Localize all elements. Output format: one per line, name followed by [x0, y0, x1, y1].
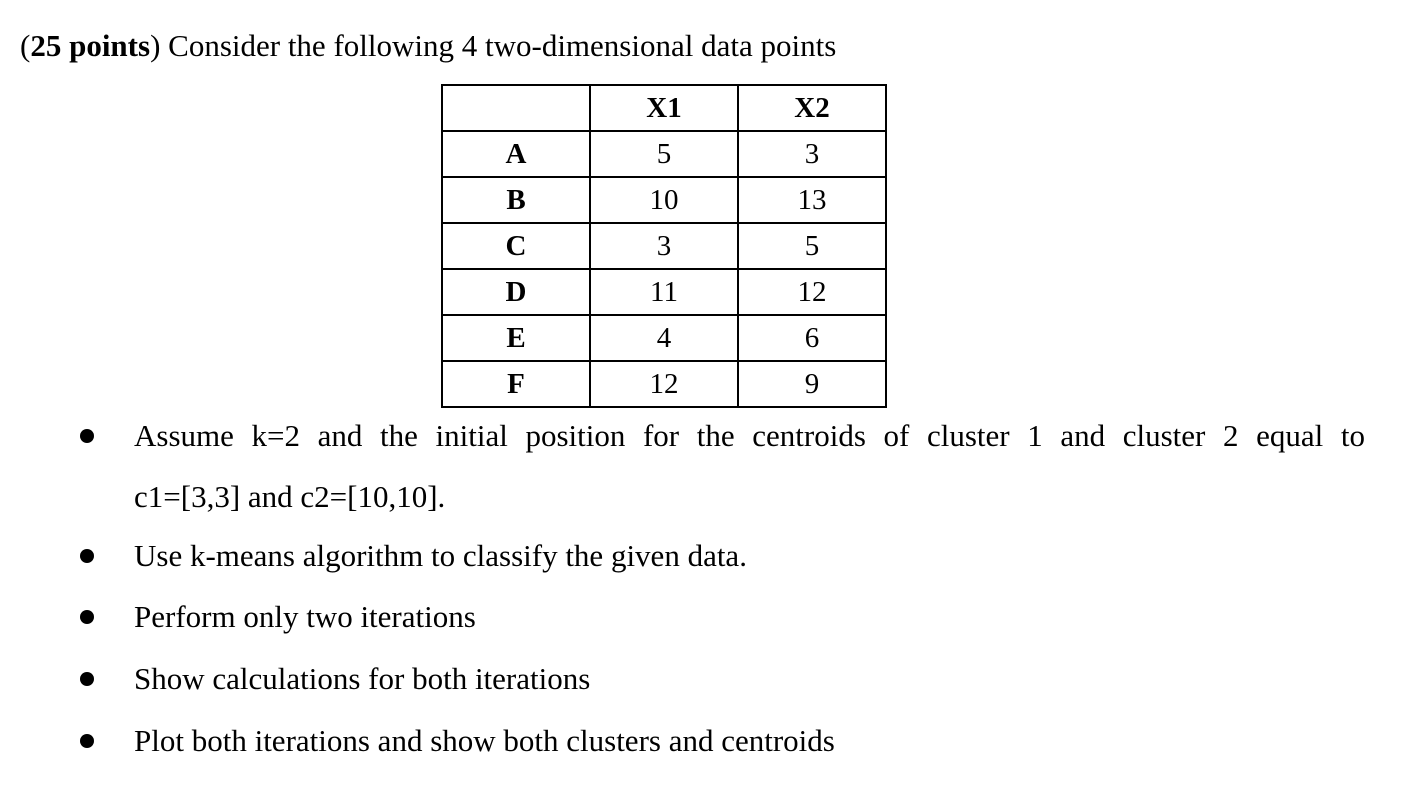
cell-x1: 3	[589, 222, 739, 270]
cell-x2: 6	[737, 314, 887, 362]
bullet-text-line2: c1=[3,3] and c2=[10,10].	[134, 479, 446, 514]
cell-x1: 12	[589, 360, 739, 408]
bullet-icon	[80, 429, 94, 443]
cell-x1: 5	[589, 130, 739, 178]
bullet-text: Show calculations for both iterations	[134, 661, 591, 696]
list-item: Assume k=2 and the initial position for …	[80, 405, 1365, 527]
table-row: A 5 3	[441, 130, 887, 178]
row-label: C	[441, 222, 591, 270]
table-header-row: X1 X2	[441, 84, 887, 132]
data-points-table: X1 X2 A 5 3 B 10 13 C 3 5 D 11 12 E 4 6	[441, 84, 887, 408]
row-label: F	[441, 360, 591, 408]
cell-x1: 10	[589, 176, 739, 224]
question-heading: (25 points) Consider the following 4 two…	[20, 26, 836, 66]
cell-x2: 9	[737, 360, 887, 408]
list-item: Show calculations for both iterations	[80, 648, 1365, 709]
heading-open-paren: (	[20, 28, 31, 63]
bullet-text: Perform only two iterations	[134, 599, 476, 634]
bullet-text: Use k-means algorithm to classify the gi…	[134, 538, 747, 573]
table-row: E 4 6	[441, 314, 887, 362]
bullet-icon	[80, 672, 94, 686]
cell-x1: 4	[589, 314, 739, 362]
cell-x2: 5	[737, 222, 887, 270]
row-label: A	[441, 130, 591, 178]
table-row: C 3 5	[441, 222, 887, 270]
points-label: 25 points	[30, 28, 151, 63]
table-header-x2: X2	[737, 84, 887, 132]
cell-x2: 3	[737, 130, 887, 178]
bullet-text-line1: Assume k=2 and the initial position for …	[134, 418, 1365, 453]
bullet-icon	[80, 610, 94, 624]
table-header-corner	[441, 84, 591, 132]
row-label: D	[441, 268, 591, 316]
table-row: B 10 13	[441, 176, 887, 224]
table-header-x1: X1	[589, 84, 739, 132]
heading-text: ) Consider the following 4 two-dimension…	[150, 28, 837, 63]
cell-x2: 13	[737, 176, 887, 224]
row-label: B	[441, 176, 591, 224]
cell-x1: 11	[589, 268, 739, 316]
table-row: F 12 9	[441, 360, 887, 408]
bullet-icon	[80, 549, 94, 563]
bullet-text: Plot both iterations and show both clust…	[134, 723, 835, 758]
row-label: E	[441, 314, 591, 362]
list-item: Use k-means algorithm to classify the gi…	[80, 525, 1365, 586]
list-item: Perform only two iterations	[80, 586, 1365, 647]
table-row: D 11 12	[441, 268, 887, 316]
cell-x2: 12	[737, 268, 887, 316]
list-item: Plot both iterations and show both clust…	[80, 710, 1365, 771]
bullet-icon	[80, 734, 94, 748]
